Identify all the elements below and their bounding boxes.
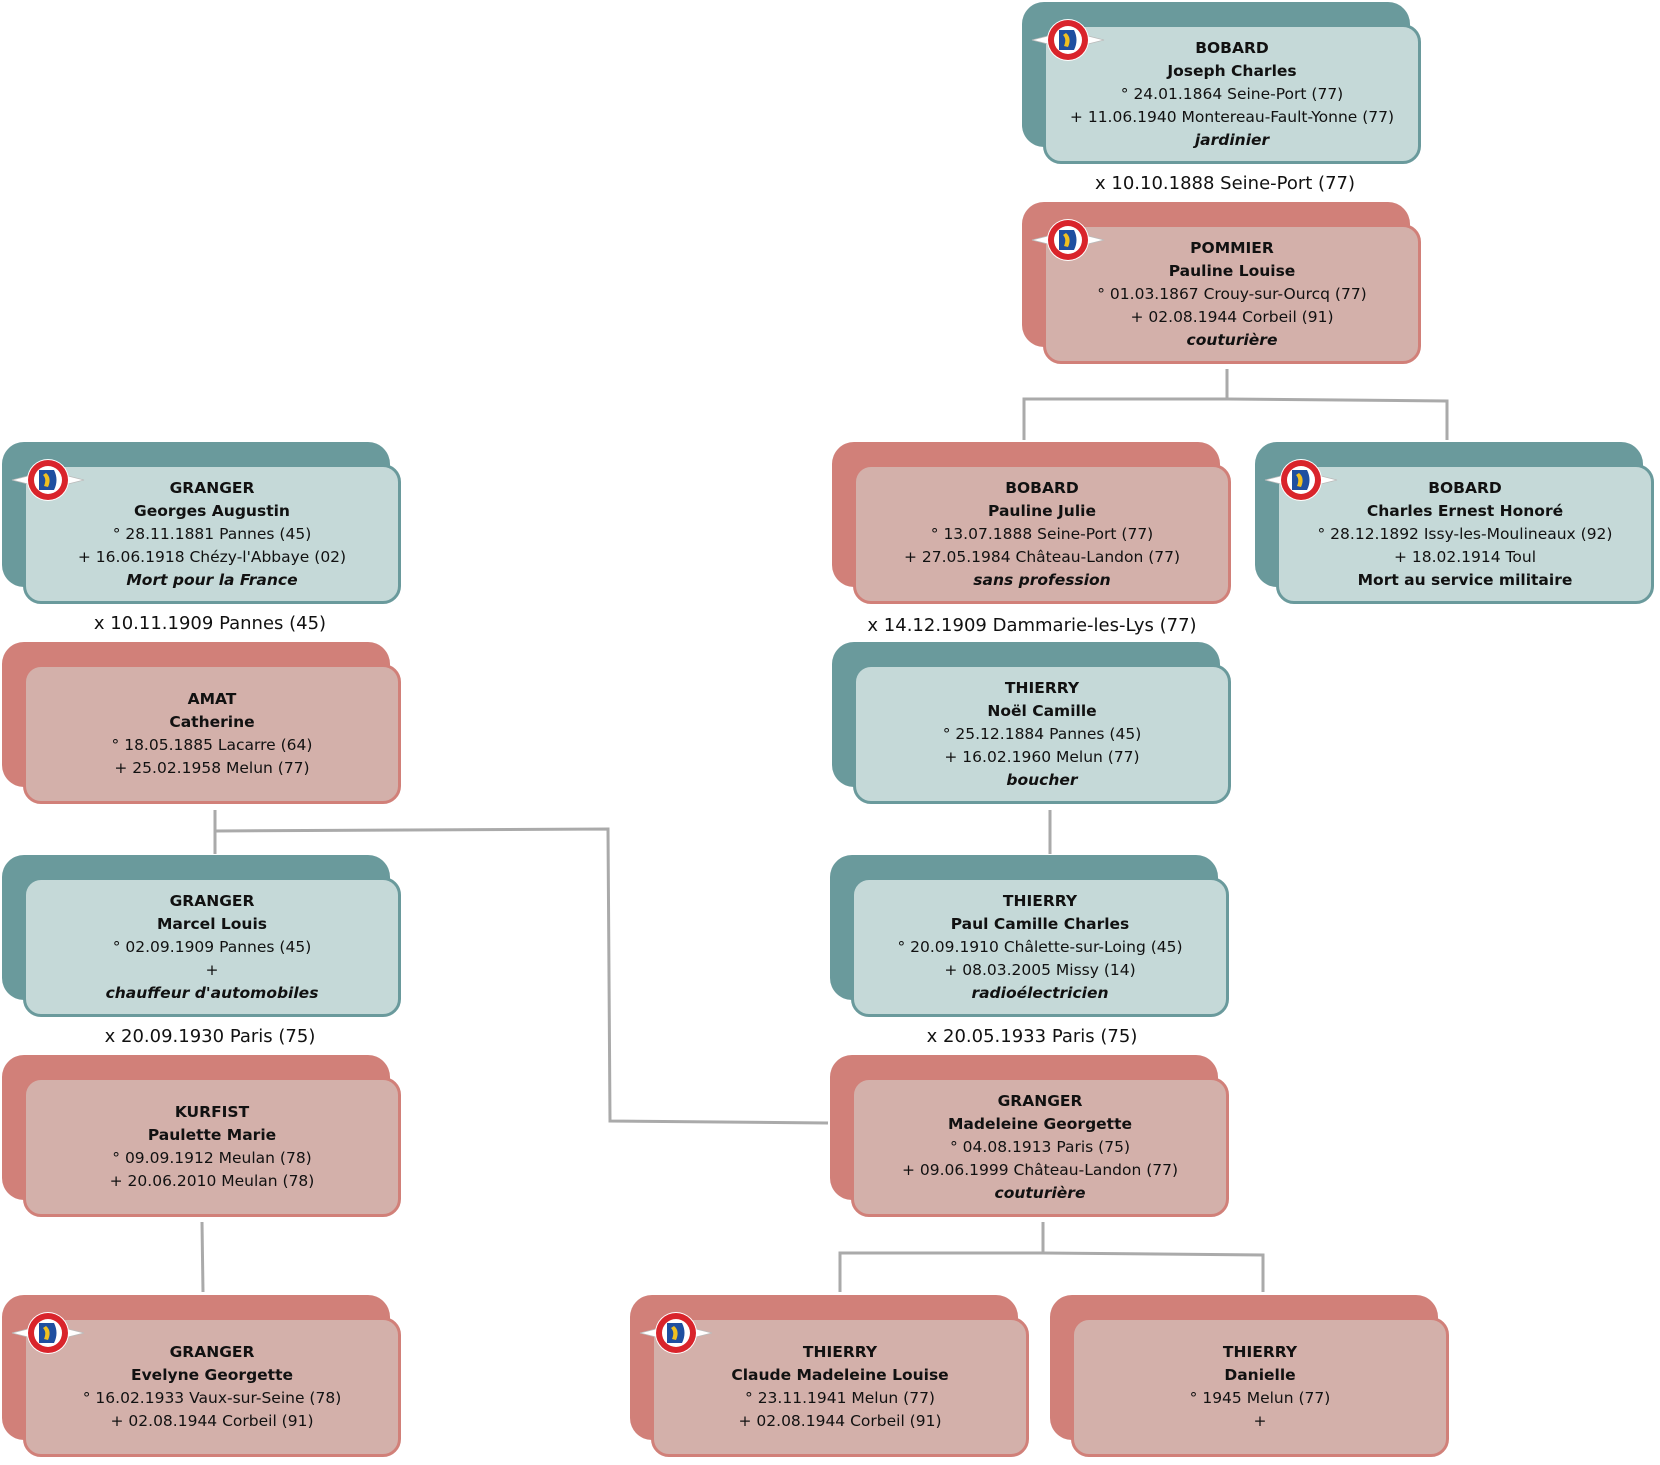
death-info: + 18.02.1914 Toul bbox=[1393, 547, 1537, 566]
given-names: Catherine bbox=[169, 713, 255, 731]
given-names: Charles Ernest Honoré bbox=[1366, 501, 1564, 520]
death-info: + 20.06.2010 Meulan (78) bbox=[109, 1172, 315, 1190]
souvenir-francais-badge-icon bbox=[1030, 18, 1106, 62]
person-card-georges-augustin-granger[interactable]: GRANGER Georges Augustin ° 28.11.1881 Pa… bbox=[2, 442, 406, 608]
occupation: couturière bbox=[1186, 330, 1278, 349]
surname: POMMIER bbox=[1190, 238, 1274, 257]
person-card-joseph-charles-bobard[interactable]: BOBARD Joseph Charles ° 24.01.1864 Seine… bbox=[1022, 2, 1426, 168]
marriage-date: x 10.11.1909 Pannes (45) bbox=[93, 613, 327, 634]
occupation: Mort pour la France bbox=[126, 570, 298, 589]
surname: THIERRY bbox=[802, 1343, 878, 1361]
surname: BOBARD bbox=[1195, 38, 1269, 57]
surname: THIERRY bbox=[1222, 1343, 1298, 1361]
surname: BOBARD bbox=[1005, 478, 1079, 497]
occupation: boucher bbox=[1006, 770, 1078, 789]
person-card-catherine-amat[interactable]: AMAT Catherine ° 18.05.1885 Lacarre (64)… bbox=[2, 642, 406, 808]
souvenir-francais-badge-icon bbox=[10, 458, 86, 502]
connector-pommier-children bbox=[1022, 369, 1229, 440]
birth-info: ° 16.02.1933 Vaux-sur-Seine (78) bbox=[82, 1389, 342, 1407]
marriage-date: x 20.05.1933 Paris (75) bbox=[926, 1026, 1138, 1047]
given-names: Danielle bbox=[1224, 1366, 1296, 1384]
birth-info: ° 1945 Melun (77) bbox=[1189, 1389, 1331, 1407]
birth-info: ° 02.09.1909 Pannes (45) bbox=[112, 937, 312, 956]
occupation: radioélectricien bbox=[971, 983, 1109, 1002]
souvenir-francais-badge-icon bbox=[10, 1311, 86, 1355]
death-info: + 16.02.1960 Melun (77) bbox=[944, 747, 1140, 766]
death-info: + 08.03.2005 Missy (14) bbox=[944, 960, 1136, 979]
person-card-noel-camille-thierry[interactable]: THIERRY Noël Camille ° 25.12.1884 Pannes… bbox=[832, 642, 1236, 808]
given-names: Joseph Charles bbox=[1167, 61, 1297, 80]
marriage-date: x 14.12.1909 Dammarie-les-Lys (77) bbox=[867, 615, 1197, 636]
death-info: + 09.06.1999 Château-Landon (77) bbox=[901, 1160, 1179, 1179]
birth-info: ° 04.08.1913 Paris (75) bbox=[950, 1137, 1130, 1156]
surname: GRANGER bbox=[169, 478, 255, 497]
given-names: Claude Madeleine Louise bbox=[731, 1366, 949, 1384]
birth-info: ° 23.11.1941 Melun (77) bbox=[745, 1389, 935, 1407]
occupation: Mort au service militaire bbox=[1357, 570, 1573, 589]
person-card-evelyne-georgette-granger[interactable]: GRANGER Evelyne Georgette ° 16.02.1933 V… bbox=[2, 1295, 406, 1461]
souvenir-francais-badge-icon bbox=[638, 1311, 714, 1355]
death-info: + bbox=[1253, 1412, 1267, 1430]
surname: GRANGER bbox=[169, 891, 255, 910]
occupation: jardinier bbox=[1194, 130, 1270, 149]
death-info: + 27.05.1984 Château-Landon (77) bbox=[903, 547, 1181, 566]
person-card-pauline-louise-pommier[interactable]: POMMIER Pauline Louise ° 01.03.1867 Crou… bbox=[1022, 202, 1426, 368]
birth-info: ° 13.07.1888 Seine-Port (77) bbox=[930, 524, 1154, 543]
given-names: Pauline Julie bbox=[988, 501, 1096, 520]
person-card-pauline-julie-bobard[interactable]: BOBARD Pauline Julie ° 13.07.1888 Seine-… bbox=[832, 442, 1236, 608]
marriage-date: x 20.09.1930 Paris (75) bbox=[104, 1026, 316, 1047]
given-names: Evelyne Georgette bbox=[130, 1366, 294, 1384]
surname: KURFIST bbox=[174, 1103, 250, 1121]
surname: THIERRY bbox=[1002, 891, 1078, 910]
death-info: + 11.06.1940 Montereau-Fault-Yonne (77) bbox=[1069, 107, 1395, 126]
given-names: Madeleine Georgette bbox=[947, 1114, 1133, 1133]
birth-info: ° 28.12.1892 Issy-les-Moulineaux (92) bbox=[1317, 524, 1613, 543]
given-names: Pauline Louise bbox=[1168, 261, 1296, 280]
death-info: + 25.02.1958 Melun (77) bbox=[114, 759, 310, 777]
person-card-claude-madeleine-louise-thierry[interactable]: THIERRY Claude Madeleine Louise ° 23.11.… bbox=[630, 1295, 1034, 1461]
death-info: + 02.08.1944 Corbeil (91) bbox=[110, 1412, 314, 1430]
death-info: + bbox=[205, 960, 219, 979]
death-info: + 02.08.1944 Corbeil (91) bbox=[738, 1412, 942, 1430]
connector-madeleine-children bbox=[838, 1222, 1045, 1292]
given-names: Paul Camille Charles bbox=[950, 914, 1130, 933]
birth-info: ° 25.12.1884 Pannes (45) bbox=[942, 724, 1142, 743]
death-info: + 16.06.1918 Chézy-l'Abbaye (02) bbox=[77, 547, 347, 566]
birth-info: ° 20.09.1910 Châlette-sur-Loing (45) bbox=[897, 937, 1183, 956]
occupation: couturière bbox=[994, 1183, 1086, 1202]
person-card-marcel-louis-granger[interactable]: GRANGER Marcel Louis ° 02.09.1909 Pannes… bbox=[2, 855, 406, 1021]
birth-info: ° 09.09.1912 Meulan (78) bbox=[112, 1149, 312, 1167]
occupation: chauffeur d'automobiles bbox=[105, 983, 319, 1002]
connector-madeleine-danielle bbox=[1042, 1251, 1265, 1292]
person-card-paulette-marie-kurfist[interactable]: KURFIST Paulette Marie ° 09.09.1912 Meul… bbox=[2, 1055, 406, 1221]
souvenir-francais-badge-icon bbox=[1263, 458, 1339, 502]
person-card-danielle-thierry[interactable]: THIERRY Danielle ° 1945 Melun (77) + bbox=[1050, 1295, 1454, 1461]
person-card-madeleine-georgette-granger[interactable]: GRANGER Madeleine Georgette ° 04.08.1913… bbox=[830, 1055, 1234, 1221]
person-card-charles-ernest-honore-bobard[interactable]: BOBARD Charles Ernest Honoré ° 28.12.189… bbox=[1255, 442, 1659, 608]
person-card-paul-camille-charles-thierry[interactable]: THIERRY Paul Camille Charles ° 20.09.191… bbox=[830, 855, 1234, 1021]
connector-kurfist-evelyne bbox=[200, 1221, 205, 1293]
connector-pommier-charles bbox=[1226, 397, 1449, 440]
given-names: Georges Augustin bbox=[134, 501, 290, 520]
surname: GRANGER bbox=[169, 1343, 255, 1361]
surname: THIERRY bbox=[1004, 678, 1080, 697]
birth-info: ° 24.01.1864 Seine-Port (77) bbox=[1120, 84, 1344, 103]
marriage-date: x 10.10.1888 Seine-Port (77) bbox=[1095, 173, 1355, 194]
surname: GRANGER bbox=[997, 1091, 1083, 1110]
connector-amat-madeleine bbox=[214, 827, 829, 1125]
birth-info: ° 18.05.1885 Lacarre (64) bbox=[111, 736, 313, 754]
surname: BOBARD bbox=[1428, 478, 1502, 497]
death-info: + 02.08.1944 Corbeil (91) bbox=[1130, 307, 1334, 326]
given-names: Paulette Marie bbox=[147, 1126, 277, 1144]
surname: AMAT bbox=[187, 690, 237, 708]
given-names: Marcel Louis bbox=[156, 914, 268, 933]
occupation: sans profession bbox=[973, 570, 1111, 589]
given-names: Noël Camille bbox=[987, 701, 1097, 720]
birth-info: ° 01.03.1867 Crouy-sur-Ourcq (77) bbox=[1097, 284, 1367, 303]
souvenir-francais-badge-icon bbox=[1030, 218, 1106, 262]
birth-info: ° 28.11.1881 Pannes (45) bbox=[112, 524, 312, 543]
